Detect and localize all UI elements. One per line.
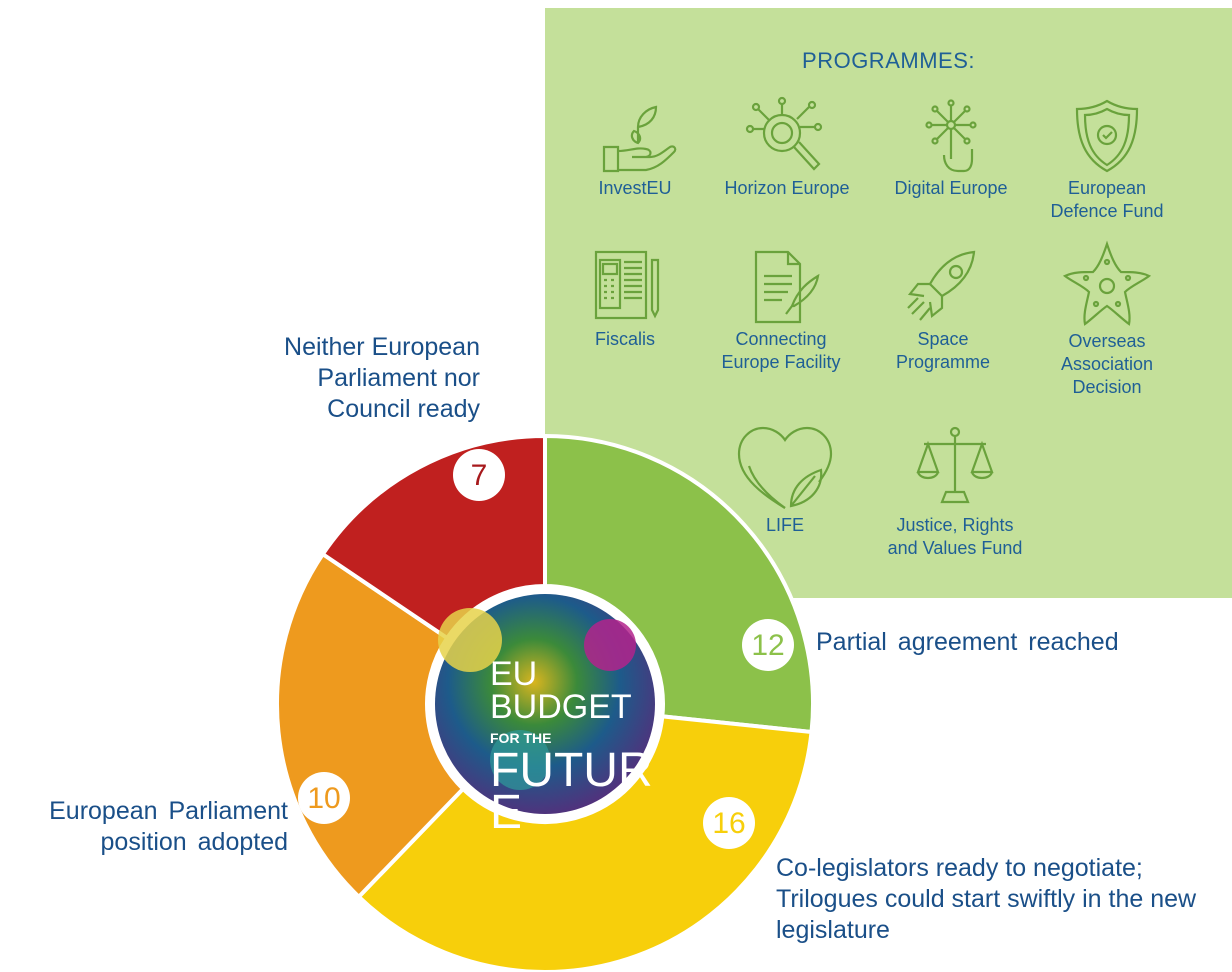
calculator-documents-icon <box>594 250 660 320</box>
shield-check-icon <box>1075 99 1139 173</box>
center-image-sphere <box>584 619 636 671</box>
value-label: 12 <box>751 629 784 662</box>
programme-label: European Defence Fund <box>1050 178 1164 221</box>
value-label: 7 <box>471 459 488 492</box>
value-label: 16 <box>712 807 745 840</box>
center-title: EU BUDGET FOR THE FUTURE <box>490 655 660 839</box>
programme-label: Connecting Europe Facility <box>721 329 841 372</box>
value-badge <box>703 797 755 849</box>
programme-label: LIFE <box>765 515 804 535</box>
programme-connecting-europe-facility: Connecting Europe Facility <box>706 246 856 374</box>
programme-label: Justice, Rights and Values Fund <box>887 515 1023 558</box>
scales-icon <box>916 426 994 504</box>
value-badge <box>453 449 505 501</box>
label-partial-agreement: Partial agreement reached <box>816 628 1119 656</box>
center-image-globe <box>490 730 550 790</box>
programme-label: InvestEU <box>598 178 672 198</box>
programme-justice-rights-values: Justice, Rights and Values Fund <box>880 422 1030 560</box>
rocket-icon <box>907 250 976 321</box>
programme-life: LIFE <box>710 422 860 537</box>
programme-overseas-association-decision: Overseas Association Decision <box>1032 240 1182 399</box>
center-title-for-the: FOR THE <box>490 730 552 746</box>
value-badge <box>298 772 350 824</box>
programme-label: Digital Europe <box>894 178 1008 198</box>
magnifier-network-icon <box>745 96 823 171</box>
label-co-legislators: Co-legislators ready to negotiate; Trilo… <box>776 854 1197 944</box>
programme-horizon-europe: Horizon Europe <box>712 95 862 200</box>
digital-hand-icon <box>925 99 977 173</box>
value-badge <box>742 619 794 671</box>
label-ep-position: European Parliament position adopted <box>49 797 288 856</box>
heart-leaf-icon <box>737 426 833 509</box>
programme-space-programme: Space Programme <box>868 246 1018 374</box>
programme-digital-europe: Digital Europe <box>876 95 1026 200</box>
programme-label: Horizon Europe <box>724 178 850 198</box>
programme-investeu: InvestEU <box>560 95 710 200</box>
document-pen-icon <box>754 250 820 324</box>
center-image-balloon <box>438 608 502 672</box>
starfish-icon <box>1062 240 1152 326</box>
label-neither-ready: Neither European Parliament nor Council … <box>284 333 480 423</box>
hand-plant-icon <box>602 105 677 173</box>
programmes-title: PROGRAMMES: <box>802 48 975 73</box>
center-title-budget: BUDGET <box>490 688 632 726</box>
value-label: 10 <box>307 782 340 815</box>
programme-label: Space Programme <box>895 329 991 372</box>
programme-fiscalis: Fiscalis <box>550 246 700 351</box>
programme-european-defence-fund: European Defence Fund <box>1032 95 1182 223</box>
center-title-eu: EU <box>490 655 538 693</box>
programme-label: Overseas Association Decision <box>1060 331 1154 397</box>
programme-label: Fiscalis <box>594 329 655 349</box>
center-title-future: FUTURE <box>490 744 653 839</box>
